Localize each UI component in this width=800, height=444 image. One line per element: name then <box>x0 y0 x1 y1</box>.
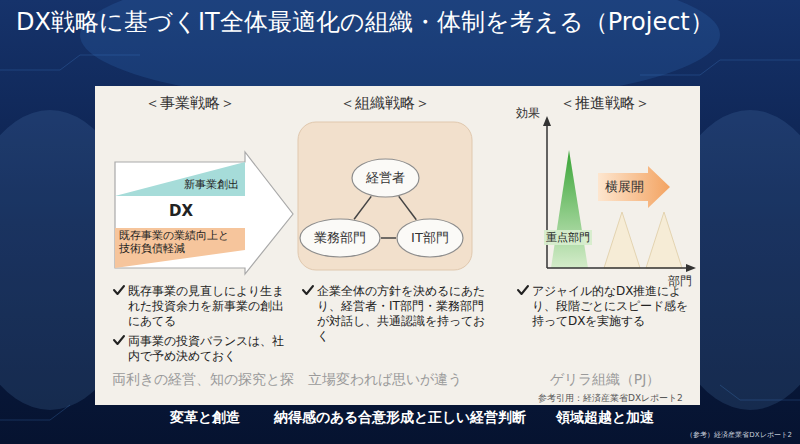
title-box: DX戦略に基づくIT全体最適化の組織・体制を考える（Project） <box>16 6 791 38</box>
label-text: 両事業の投資バランスは、社内で予め決めておく <box>128 334 293 364</box>
label-box: ＜推進戦略＞ <box>545 94 665 113</box>
link-line <box>381 237 396 239</box>
ellipse-outline <box>352 159 419 197</box>
label-text: 企業全体の方針を決めるにあたり、経営者・IT部門・業務部門が対話し、共通認識を持… <box>317 284 487 344</box>
label-box: アジャイル的なDX推進により、段階ごとにスピード感を持ってDXを実施する <box>532 284 694 329</box>
link-line <box>354 196 371 219</box>
label-box: 両事業の投資バランスは、社内で予め決めておく <box>128 334 293 364</box>
label-box: 両利きの経営、知の探究と探 <box>112 371 304 389</box>
y-axis <box>546 124 548 268</box>
role-ellipse: IT部門 <box>396 218 464 258</box>
label-box: 重点部門 <box>544 226 604 245</box>
axis-arrowhead <box>543 116 551 126</box>
ellipse-outline <box>397 219 463 257</box>
label-box: 領域超越と加速 <box>530 409 680 427</box>
label-text: アジャイル的なDX推進により、段階ごとにスピード感を持ってDXを実施する <box>532 284 694 329</box>
axis-arrowhead <box>686 264 696 272</box>
role-ellipse: 経営者 <box>351 158 420 198</box>
rollout-triangle <box>604 212 640 268</box>
label-box: （参考）経済産業省DXレポート2 <box>596 430 792 440</box>
slide-title: DX戦略に基づくIT全体最適化の組織・体制を考える（Project） <box>16 6 714 38</box>
label-box: ゲリラ組織（PJ） <box>540 371 670 389</box>
label-text: 既存事業の見直しにより生まれた投資余力を新事業の創出にあてる <box>128 284 293 329</box>
label-box: 納得感のある合意形成と正しい経営判断 <box>255 409 545 427</box>
label-text: ＜推進戦略＞ <box>545 94 665 113</box>
shape-outline <box>598 166 670 208</box>
focus-triangle <box>551 150 588 268</box>
label-text: 立場変われば思いが違う <box>300 371 470 389</box>
label-text: 納得感のある合意形成と正しい経営判断 <box>255 409 545 427</box>
label-text: 重点部門 <box>544 230 592 245</box>
x-axis <box>547 267 688 269</box>
shape-outline <box>115 152 293 274</box>
label-text: 参考引用：経済産業省DXレポート2 <box>538 392 698 405</box>
label-text: ゲリラ組織（PJ） <box>540 371 670 389</box>
org-frame <box>298 122 472 270</box>
node-text: DX <box>169 202 193 220</box>
label-box: ＜組織戦略＞ <box>325 94 445 113</box>
checkmark <box>114 336 124 344</box>
content-panel <box>95 86 700 405</box>
shape-outline <box>115 228 245 268</box>
label-text: 効果 <box>516 105 546 122</box>
growth-band: 新事業創出 <box>115 162 245 196</box>
link-line <box>399 196 417 219</box>
label-text: 変革と創造 <box>120 409 290 427</box>
label-box: 企業全体の方針を決めるにあたり、経営者・IT部門・業務部門が対話し、共通認識を持… <box>317 284 487 344</box>
checkmark <box>303 286 313 294</box>
ellipse-outline <box>300 219 380 257</box>
shape-outline <box>115 162 245 196</box>
label-box: 立場変われば思いが違う <box>300 371 470 389</box>
role-ellipse: 業務部門 <box>299 218 381 258</box>
label-text: 両利きの経営、知の探究と探 <box>112 371 304 389</box>
dx-arrow: DX 新事業創出既存事業の業績向上と技術負債軽減 <box>113 150 295 276</box>
legacy-band: 既存事業の業績向上と技術負債軽減 <box>115 228 245 268</box>
checkmark <box>114 286 124 294</box>
label-box: 効果 <box>516 105 546 122</box>
label-box: 参考引用：経済産業省DXレポート2 <box>538 392 698 405</box>
node-text: IT部門 <box>411 229 449 247</box>
node-text: 業務部門 <box>314 229 366 247</box>
label-box: 既存事業の見直しにより生まれた投資余力を新事業の創出にあてる <box>128 284 293 329</box>
node-text: 横展開 <box>605 178 644 196</box>
label-text: （参考）経済産業省DXレポート2 <box>596 430 792 440</box>
label-text: ＜事業戦略＞ <box>130 94 250 113</box>
node-text: 新事業創出 <box>184 177 239 192</box>
rollout-arrow: 横展開 <box>598 166 670 208</box>
label-text: ＜組織戦略＞ <box>325 94 445 113</box>
label-box: 変革と創造 <box>120 409 290 427</box>
node-text: 既存事業の業績向上と技術負債軽減 <box>119 230 233 255</box>
checkmark <box>518 286 528 294</box>
label-box: ＜事業戦略＞ <box>130 94 250 113</box>
rollout-triangle <box>646 212 682 268</box>
label-text: 領域超越と加速 <box>530 409 680 427</box>
node-text: 経営者 <box>366 169 405 187</box>
circuit-lines <box>0 55 800 420</box>
